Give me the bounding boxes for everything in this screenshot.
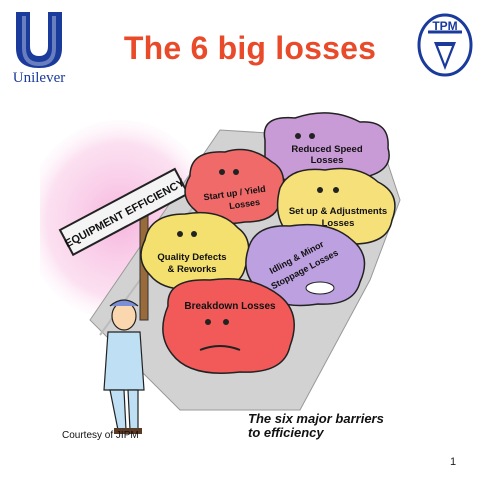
caption-line-2: to efficiency <box>248 425 324 440</box>
six-losses-illustration: EQUIPMENT EFFICIENCY Reduced Speed Losse… <box>40 112 401 434</box>
blob-breakdown-line1: Breakdown Losses <box>184 301 276 312</box>
tpm-logo-text: TPM <box>432 19 457 33</box>
tpm-logo: TPM <box>416 12 474 82</box>
blob-reduced-speed-line2: Losses <box>311 155 344 166</box>
unilever-logo: Unilever <box>8 8 70 96</box>
blob-breakdown: Breakdown Losses <box>162 277 295 374</box>
blob-startup-yield: Start up / Yield Losses <box>184 148 285 225</box>
blob-setup-line1: Set up & Adjustments <box>289 206 387 217</box>
caption-line-1: The six major barriers <box>248 411 384 426</box>
blob-setup-line2: Losses <box>322 218 355 229</box>
courtesy-text: Courtesy of JIPM <box>62 430 139 441</box>
illustration-caption: The six major barriers to efficiency <box>248 412 448 440</box>
unilever-u-icon <box>16 12 62 68</box>
blob-quality-defects: Quality Defects & Reworks <box>140 211 250 291</box>
worker-figure <box>103 299 145 434</box>
blob-startup-line2: Losses <box>229 197 261 211</box>
blob-quality-line1: Quality Defects <box>157 252 226 263</box>
slide-title: The 6 big losses <box>123 30 377 66</box>
tpm-shield-icon: TPM <box>417 13 473 77</box>
blob-quality-line2: & Reworks <box>167 264 216 275</box>
blob-idling-minor: Idling & Minor Stoppage Losses <box>245 223 366 307</box>
blob-reduced-speed-line1: Reduced Speed <box>291 144 362 155</box>
unilever-logo-text: Unilever <box>12 70 66 86</box>
page-number: 1 <box>450 456 457 468</box>
